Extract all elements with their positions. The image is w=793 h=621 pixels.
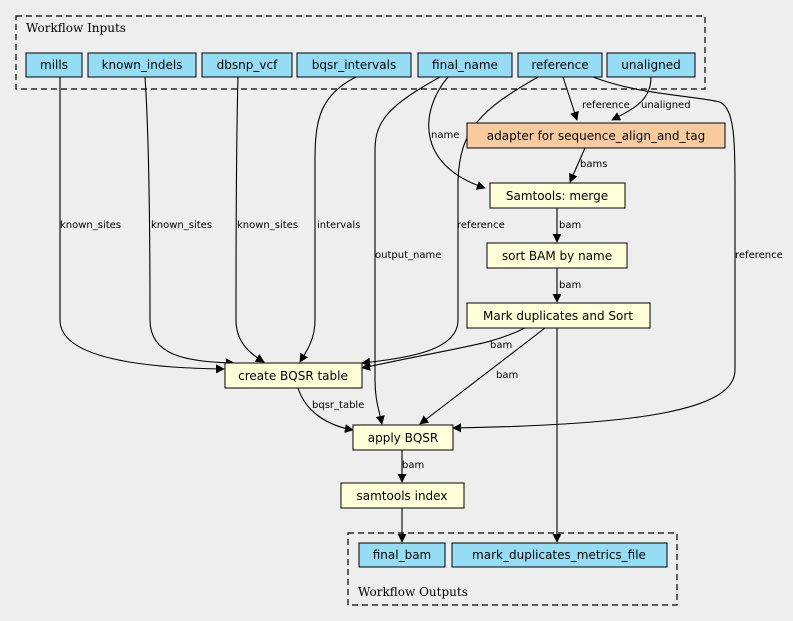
workflow-outputs-cluster: Workflow Outputs xyxy=(347,532,678,606)
edge-final-name-merge xyxy=(428,76,486,190)
node-known-indels-label: known_indels xyxy=(102,58,183,72)
edge-label-output-name: output_name xyxy=(375,250,441,261)
edge-unaligned-adapter xyxy=(611,76,652,121)
edge-table-apply xyxy=(297,387,354,434)
edge-label-dbsnp-known-sites: known_sites xyxy=(237,220,298,231)
node-dbsnp-vcf[interactable]: dbsnp_vcf xyxy=(201,52,293,78)
edge-label-mills-known-sites: known_sites xyxy=(60,220,121,231)
edge-label-intervals: intervals xyxy=(317,220,360,231)
node-markdup-label: Mark duplicates and Sort xyxy=(483,309,633,323)
node-markdup[interactable]: Mark duplicates and Sort xyxy=(466,302,651,329)
edge-label-sort-markdup: bam xyxy=(559,280,581,291)
node-samtools-index[interactable]: samtools index xyxy=(340,482,465,509)
edge-label-merge-sort: bam xyxy=(559,220,581,231)
node-sort-label: sort BAM by name xyxy=(502,249,612,263)
node-adapter[interactable]: adapter for sequence_align_and_tag xyxy=(466,122,726,149)
edge-label-name: name xyxy=(431,130,459,141)
node-final-bam[interactable]: final_bam xyxy=(358,542,446,568)
node-final-name-label: final_name xyxy=(432,58,498,72)
node-adapter-label: adapter for sequence_align_and_tag xyxy=(487,129,705,143)
nodes: mills known_indels dbsnp_vcf bqsr_interv… xyxy=(25,52,726,568)
node-merge-label: Samtools: merge xyxy=(506,189,608,203)
node-samtools-index-label: samtools index xyxy=(357,489,448,503)
node-sort[interactable]: sort BAM by name xyxy=(486,242,628,269)
node-bqsr-intervals[interactable]: bqsr_intervals xyxy=(296,52,412,78)
edge-reference-table xyxy=(361,76,539,367)
edge-reference-adapter xyxy=(562,76,579,121)
node-mills[interactable]: mills xyxy=(25,52,83,78)
node-unaligned[interactable]: unaligned xyxy=(606,52,696,78)
node-final-bam-label: final_bam xyxy=(373,548,432,562)
node-known-indels[interactable]: known_indels xyxy=(87,52,197,78)
node-reference[interactable]: reference xyxy=(517,52,603,78)
edge-label-markdup-apply: bam xyxy=(496,370,518,381)
edge-label-indels-known-sites: known_sites xyxy=(151,220,212,231)
edge-mills-table xyxy=(59,77,225,374)
node-metrics-label: mark_duplicates_metrics_file xyxy=(472,548,646,562)
node-mills-label: mills xyxy=(40,58,68,72)
edge-intervals-table xyxy=(299,76,357,363)
edge-label-markdup-table: bam xyxy=(490,340,512,351)
edge-markdup-apply xyxy=(419,327,546,425)
workflow-inputs-label: Workflow Inputs xyxy=(26,21,126,35)
node-metrics[interactable]: mark_duplicates_metrics_file xyxy=(451,542,668,568)
workflow-inputs-cluster: Workflow Inputs xyxy=(15,15,706,90)
node-reference-label: reference xyxy=(531,58,588,72)
node-final-name[interactable]: final_name xyxy=(417,52,513,78)
edge-label-apply-index: bam xyxy=(402,460,424,471)
edge-markdup-table xyxy=(361,327,526,371)
edge-label-reference-adapter: reference xyxy=(582,100,630,111)
edge-label-unaligned-adapter: unaligned xyxy=(641,100,691,111)
node-merge[interactable]: Samtools: merge xyxy=(489,182,626,209)
edge-labels: reference unaligned name bams bam bam kn… xyxy=(60,100,783,471)
edge-reference-apply xyxy=(452,76,736,433)
edge-dbsnp-table xyxy=(235,76,265,363)
edge-label-reference-apply: reference xyxy=(735,250,783,261)
edge-label-bams: bams xyxy=(580,159,607,170)
workflow-outputs-label: Workflow Outputs xyxy=(358,585,468,599)
node-apply-bqsr-label: apply BQSR xyxy=(368,431,438,445)
edges xyxy=(59,76,736,543)
node-bqsr-table-label: create BQSR table xyxy=(238,369,348,383)
edge-label-bqsr-table: bqsr_table xyxy=(312,400,364,411)
edge-label-reference-table: reference xyxy=(457,220,505,231)
edge-indels-table xyxy=(144,76,235,368)
node-bqsr-table[interactable]: create BQSR table xyxy=(224,362,363,389)
edge-adapter-merge xyxy=(569,147,586,183)
node-apply-bqsr[interactable]: apply BQSR xyxy=(352,424,454,451)
node-unaligned-label: unaligned xyxy=(621,58,680,72)
node-dbsnp-vcf-label: dbsnp_vcf xyxy=(217,58,278,72)
node-bqsr-intervals-label: bqsr_intervals xyxy=(312,58,396,72)
edge-final-name-apply xyxy=(374,76,441,425)
